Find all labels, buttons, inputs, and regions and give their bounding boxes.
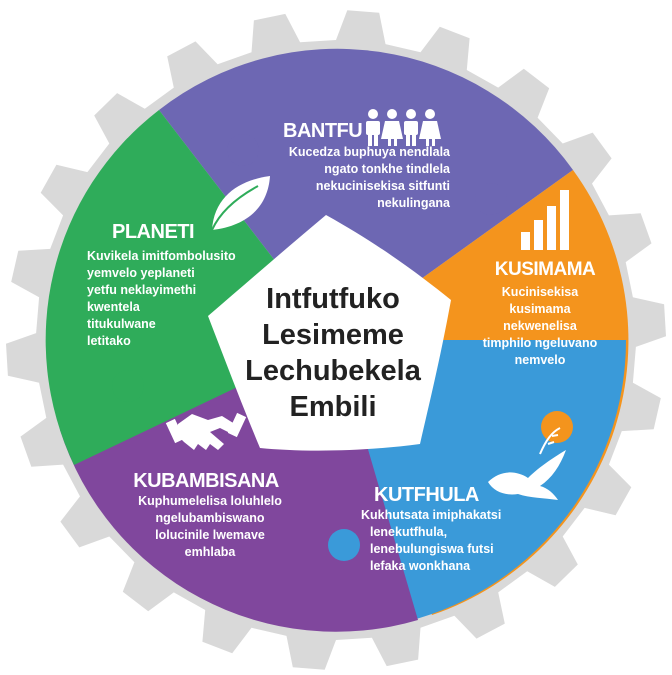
knob-kutfhula-kubambisana xyxy=(328,529,360,561)
kutfhula-text-line3: lenebulungiswa futsi xyxy=(370,542,494,556)
bantfu-text-line4: nekulingana xyxy=(377,196,451,210)
bantfu-text-line2: ngato tonkhe tindlela xyxy=(324,162,451,176)
center-title-line1: Intfutfuko xyxy=(266,283,400,315)
handshake-icon xyxy=(165,412,247,450)
kubambisana-text-line3: lolucinile lwemave xyxy=(155,528,265,542)
knob-planeti-kubambisana xyxy=(112,370,144,402)
kubambisana-title: KUBAMBISANA xyxy=(133,470,279,492)
bantfu-text-line3: nekucinisekisa sitfunti xyxy=(316,179,450,193)
knob-kusimama-kutfhula xyxy=(541,411,573,443)
kutfhula-text-line2: lenekutfhula, xyxy=(370,525,447,539)
people-icon xyxy=(366,109,441,146)
leaf-icon xyxy=(211,176,270,231)
kubambisana-text-line1: Kuphumelelisa loluhlelo xyxy=(138,494,282,508)
bantfu-text-line1: Kucedza buphuya nendlala xyxy=(289,145,451,159)
kusimama-title: KUSIMAMA xyxy=(495,259,596,280)
kusimama-text-line3: nekwenelisa xyxy=(503,319,578,333)
planeti-text-line1: Kuvikela imitfombolusito xyxy=(87,249,236,263)
center-title-line2: Lesimeme xyxy=(262,319,404,351)
kubambisana-text-line4: emhlaba xyxy=(185,545,237,559)
bar-chart-icon xyxy=(521,190,569,250)
kutfhula-text-line1: Kukhutsata imiphakatsi xyxy=(361,508,501,522)
planeti-text-line5: titukulwane xyxy=(87,317,156,331)
knob-bantfu-kusimama xyxy=(475,183,507,215)
planeti-text-line3: yetfu neklayimethi xyxy=(87,283,196,297)
bantfu-title: BANTFU xyxy=(283,120,362,142)
kusimama-text-line1: Kucinisekisa xyxy=(502,285,579,299)
planeti-title: PLANETI xyxy=(112,221,194,243)
kusimama-text-line2: kusimama xyxy=(509,302,571,316)
center-title-line3: Lechubekela xyxy=(245,355,422,387)
kutfhula-title: KUTFHULA xyxy=(374,484,479,506)
kubambisana-text-line2: ngelubambiswano xyxy=(155,511,264,525)
knob-bantfu-planeti xyxy=(227,134,259,166)
planeti-text-line6: letitako xyxy=(87,334,131,348)
kusimama-text-line4: timphilo ngeluvano xyxy=(483,336,598,350)
center-title-line4: Embili xyxy=(289,391,376,423)
kusimama-text-line5: nemvelo xyxy=(515,353,566,367)
planeti-text-line4: kwentela xyxy=(87,300,141,314)
kutfhula-text-line4: lefaka wonkhana xyxy=(370,559,471,573)
dove-icon xyxy=(488,427,566,500)
planeti-text-line2: yemvelo yeplaneti xyxy=(87,266,195,280)
segment-bantfu xyxy=(159,48,573,341)
center-pentagon xyxy=(208,215,451,451)
